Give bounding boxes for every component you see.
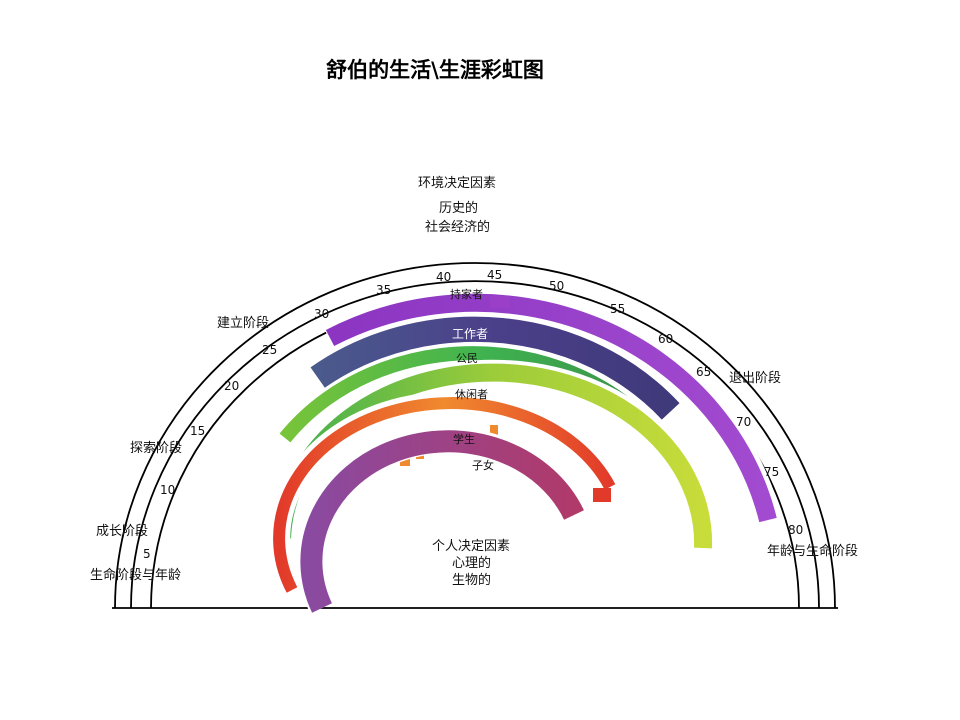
age-tick-15: 15 <box>190 424 205 438</box>
env-label-3: 社会经济的 <box>425 219 490 235</box>
outer-arc-1 <box>114 262 836 609</box>
personal-label-1: 个人决定因素 <box>432 539 510 554</box>
personal-label-3: 生物的 <box>452 572 491 588</box>
age-tick-30: 30 <box>314 307 329 321</box>
stage-label-exploration: 探索阶段 <box>130 441 182 456</box>
age-tick-5: 5 <box>143 547 151 561</box>
age-ticks: 5 10 15 20 25 30 35 40 45 50 55 60 65 70… <box>143 268 803 561</box>
age-tick-55: 55 <box>610 302 625 316</box>
role-label-homemaker: 持家者 <box>450 287 483 301</box>
role-label-child: 子女 <box>472 458 494 472</box>
age-tick-80: 80 <box>788 523 803 537</box>
age-tick-70: 70 <box>736 415 751 429</box>
page-title: 舒伯的生活\生涯彩虹图 <box>326 57 544 82</box>
stage-label-life: 生命阶段与年龄 <box>90 567 181 583</box>
age-tick-10: 10 <box>160 483 175 497</box>
age-tick-75: 75 <box>764 465 779 479</box>
role-label-student: 学生 <box>453 432 475 446</box>
stage-label-growth: 成长阶段 <box>96 524 148 539</box>
age-tick-60: 60 <box>658 332 673 346</box>
band-worker <box>309 314 683 423</box>
stage-label-establishment: 建立阶段 <box>217 316 269 331</box>
age-tick-45: 45 <box>487 268 502 282</box>
age-tick-25: 25 <box>262 343 277 357</box>
band-child <box>298 427 588 614</box>
stage-label-decline: 退出阶段 <box>729 371 781 386</box>
env-label-1: 环境决定因素 <box>418 176 496 191</box>
band-homemaker <box>324 291 782 523</box>
role-label-worker: 工作者 <box>452 327 488 341</box>
age-tick-65: 65 <box>696 365 711 379</box>
age-tick-20: 20 <box>224 379 239 393</box>
age-tick-35: 35 <box>376 283 391 297</box>
role-label-leisurite: 休闲者 <box>455 387 488 401</box>
age-tick-50: 50 <box>549 279 564 293</box>
env-label-2: 历史的 <box>439 200 478 216</box>
personal-label-2: 心理的 <box>452 555 491 571</box>
stage-label-age-life: 年龄与生命阶段 <box>767 543 858 559</box>
outer-arc-2 <box>130 280 820 609</box>
role-label-citizen: 公民 <box>456 352 478 365</box>
age-tick-40: 40 <box>436 270 451 284</box>
